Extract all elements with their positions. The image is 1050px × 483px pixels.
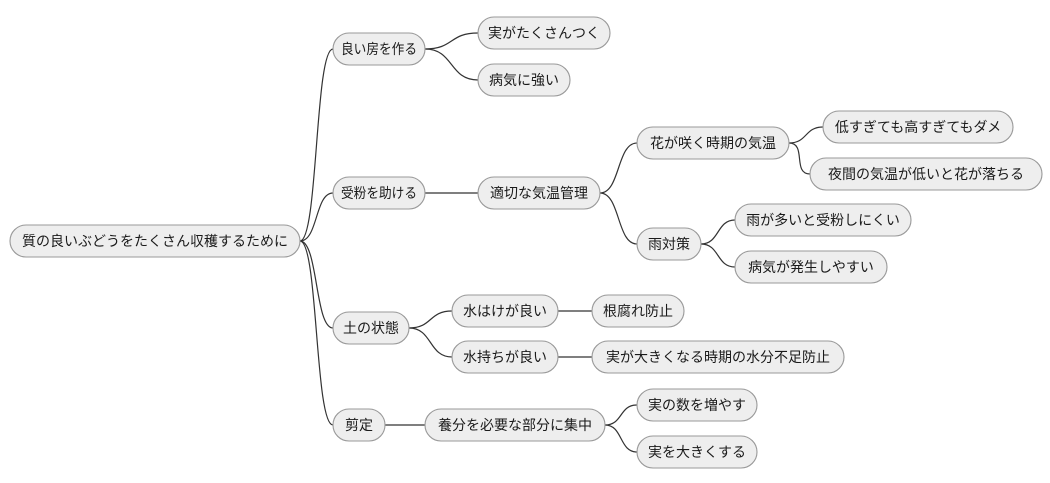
mindmap-node-label: 受粉を助ける — [341, 186, 417, 202]
mindmap-node-label: 実が大きくなる時期の水分不足防止 — [606, 350, 830, 366]
mindmap-node-label: 土の状態 — [343, 321, 399, 337]
mindmap-edge — [408, 327, 453, 358]
mindmap-node[interactable]: 水はけが良い — [451, 294, 559, 328]
mindmap-edge — [604, 404, 638, 426]
mindmap-edge — [424, 48, 479, 81]
mindmap-node-shape — [332, 408, 386, 442]
mindmap-node-label: 適切な気温管理 — [490, 185, 588, 202]
mindmap-node-label: 剪定 — [345, 418, 373, 434]
edge-layer — [299, 32, 824, 453]
mindmap-node[interactable]: 夜間の気温が低いと花が落ちる — [809, 157, 1043, 191]
mindmap-node-label: 低すぎても高すぎてもダメ — [835, 119, 1001, 136]
mindmap-node-label: 水はけが良い — [463, 304, 547, 320]
mindmap-node-shape — [332, 311, 410, 345]
mindmap-node-shape — [424, 408, 606, 442]
mindmap-node[interactable]: 雨が多いと受粉しにくい — [734, 203, 912, 237]
mindmap-node-label: 実の数を増やす — [648, 398, 746, 414]
mindmap-node-shape — [591, 294, 685, 328]
mindmap-node[interactable]: 実がたくさんつく — [477, 16, 611, 50]
mindmap-node-label: 雨が多いと受粉しにくい — [746, 212, 900, 229]
mindmap-root-node[interactable]: 質の良いぶどうをたくさん収穫するために — [9, 224, 301, 258]
mindmap-edge — [299, 48, 334, 242]
mindmap-node[interactable]: 水持ちが良い — [451, 340, 559, 374]
mindmap-node-shape — [477, 176, 601, 210]
mindmap-node[interactable]: 花が咲く時期の気温 — [636, 126, 790, 160]
mindmap-edge — [599, 142, 638, 194]
mindmap-node[interactable]: 良い房を作る — [332, 32, 426, 66]
mindmap-node[interactable]: 実を大きくする — [636, 435, 758, 469]
mindmap-node[interactable]: 根腐れ防止 — [591, 294, 685, 328]
mindmap-node-label: 病気が発生しやすい — [748, 260, 874, 276]
mindmap-node-shape — [734, 203, 912, 237]
mindmap-edge — [408, 310, 453, 329]
mindmap-node[interactable]: 病気に強い — [477, 63, 571, 97]
mindmap-node-label: 実を大きくする — [648, 445, 746, 461]
mindmap-node-shape — [636, 388, 758, 422]
mindmap-node-shape — [809, 157, 1043, 191]
mindmap-node[interactable]: 土の状態 — [332, 311, 410, 345]
mindmap-edge — [299, 240, 334, 426]
mindmap-node[interactable]: 養分を必要な部分に集中 — [424, 408, 606, 442]
mindmap-node-shape — [636, 126, 790, 160]
mindmap-node-label: 養分を必要な部分に集中 — [438, 417, 592, 434]
mindmap-edge — [788, 126, 824, 144]
mindmap-node[interactable]: 受粉を助ける — [332, 176, 426, 210]
mindmap-node[interactable]: 適切な気温管理 — [477, 176, 601, 210]
mindmap-node-shape — [451, 294, 559, 328]
mindmap-node-label: 実がたくさんつく — [488, 26, 600, 42]
mindmap-node-label: 根腐れ防止 — [603, 303, 673, 320]
mindmap-node-label: 夜間の気温が低いと花が落ちる — [828, 167, 1024, 183]
mindmap-node-shape — [332, 176, 426, 210]
mindmap-edge — [599, 192, 638, 245]
node-layer: 質の良いぶどうをたくさん収穫するために 良い房を作る 実がたくさんつく病気に強い受粉… — [9, 16, 1043, 469]
mindmap-node[interactable]: 剪定 — [332, 408, 386, 442]
mindmap-edge — [604, 424, 638, 453]
mindmap-node-label: 病気に強い — [489, 73, 559, 89]
mindmap-node[interactable]: 実が大きくなる時期の水分不足防止 — [591, 340, 845, 374]
mindmap-node-shape — [822, 110, 1014, 144]
mindmap-node-shape — [591, 340, 845, 374]
mindmap-node-shape — [636, 435, 758, 469]
mindmap-node-shape — [9, 224, 301, 258]
mindmap-node-label: 良い房を作る — [341, 42, 417, 58]
mindmap-edge — [788, 142, 811, 175]
mindmap-node[interactable]: 低すぎても高すぎてもダメ — [822, 110, 1014, 144]
mindmap-edge — [424, 32, 479, 50]
mindmap-edge — [700, 219, 736, 245]
mindmap-node[interactable]: 雨対策 — [636, 227, 702, 261]
mindmap-node-label: 花が咲く時期の気温 — [650, 136, 776, 152]
mindmap-node-shape — [332, 32, 426, 66]
mindmap-node-shape — [477, 16, 611, 50]
mindmap-edge — [299, 192, 334, 242]
mindmap-node-label: 質の良いぶどうをたくさん収穫するために — [22, 234, 288, 250]
mindmap-node-shape — [636, 227, 702, 261]
mindmap-node-shape — [477, 63, 571, 97]
mindmap-node-label: 雨対策 — [648, 236, 690, 253]
mindmap-node[interactable]: 実の数を増やす — [636, 388, 758, 422]
mindmap-node-shape — [451, 340, 559, 374]
mindmap-node[interactable]: 病気が発生しやすい — [734, 250, 888, 284]
mindmap-node-label: 水持ちが良い — [463, 350, 547, 366]
mindmap-node-shape — [734, 250, 888, 284]
mindmap-edge — [700, 243, 736, 268]
mindmap-edge — [299, 240, 334, 329]
